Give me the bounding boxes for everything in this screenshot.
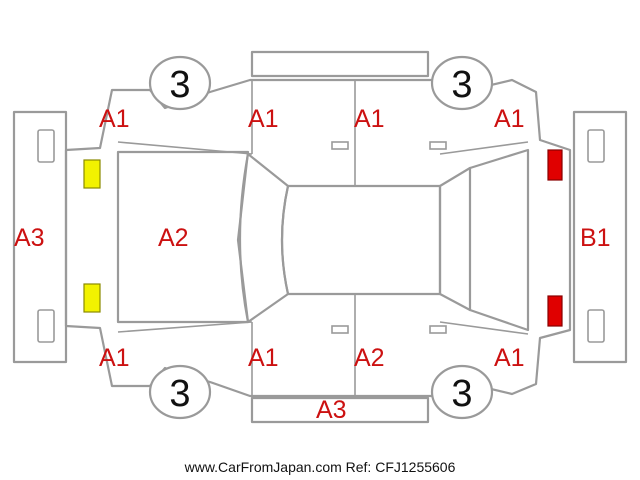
code-rear-left-quarter: A1 bbox=[494, 105, 525, 133]
front-bumper bbox=[12, 110, 68, 364]
tire-front-right-grade: 3 bbox=[169, 373, 190, 415]
code-hood: A2 bbox=[158, 224, 189, 252]
rear-bumper bbox=[572, 110, 628, 364]
tire-rear-right-grade: 3 bbox=[451, 373, 472, 415]
tire-rear-left-grade: 3 bbox=[451, 64, 472, 106]
code-rear-right-quarter: A1 bbox=[494, 344, 525, 372]
code-front-right-door: A1 bbox=[248, 344, 279, 372]
source-credit: www.CarFromJapan.com Ref: CFJ1255606 bbox=[184, 459, 456, 475]
code-rear-right-door: A2 bbox=[354, 344, 385, 372]
code-rear-left-door: A1 bbox=[354, 105, 385, 133]
front-lamp-bottom bbox=[83, 283, 101, 313]
code-front-right-fender: A1 bbox=[99, 344, 130, 372]
rear-lamp-top bbox=[547, 149, 563, 181]
code-front-bumper: A3 bbox=[14, 224, 45, 252]
wheel-front-right: 3 bbox=[148, 364, 212, 420]
wheel-front-left: 3 bbox=[148, 55, 212, 111]
code-rear-bumper: B1 bbox=[580, 224, 611, 252]
tire-front-left-grade: 3 bbox=[169, 64, 190, 106]
wheel-rear-right: 3 bbox=[430, 364, 494, 420]
bottom-sill-panel bbox=[250, 396, 430, 424]
wheel-rear-left: 3 bbox=[430, 55, 494, 111]
top-sill-panel bbox=[250, 50, 430, 78]
front-lamp-top bbox=[83, 159, 101, 189]
code-front-left-door: A1 bbox=[248, 105, 279, 133]
code-right-side-sill: A3 bbox=[316, 396, 347, 424]
rear-lamp-bottom bbox=[547, 295, 563, 327]
code-front-left-fender: A1 bbox=[99, 105, 130, 133]
